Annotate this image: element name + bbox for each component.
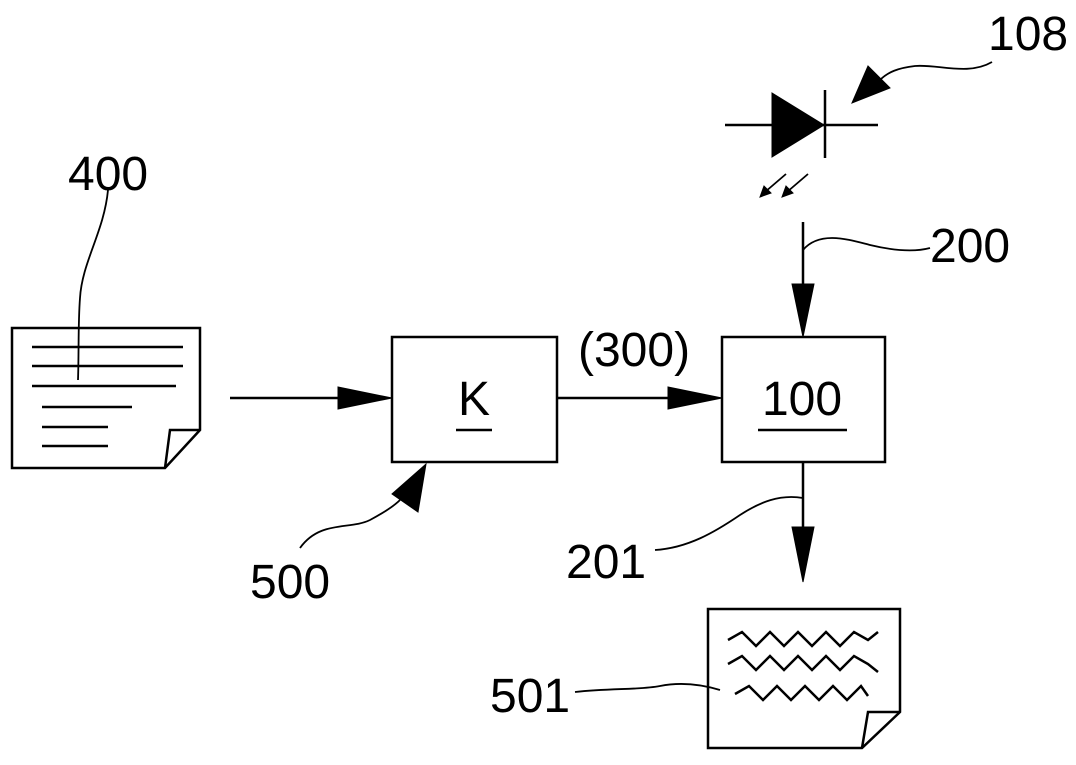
leader-line-108 <box>880 62 992 80</box>
label-201: 201 <box>566 536 646 589</box>
leader-line-200 <box>803 238 930 250</box>
output-document <box>708 609 900 748</box>
arrowhead-input-to-k <box>338 387 392 409</box>
input-document <box>12 328 200 468</box>
label-300: (300) <box>578 324 690 377</box>
label-108: 108 <box>988 8 1068 61</box>
label-501: 501 <box>490 670 570 723</box>
block-100-label: 100 <box>762 373 842 426</box>
arrowhead-201 <box>792 527 814 582</box>
arrowhead-k-to-100 <box>668 387 722 409</box>
label-400: 400 <box>68 148 148 201</box>
block-k-label: K <box>458 373 490 426</box>
light-emission-arrows <box>760 174 808 197</box>
arrowhead-108 <box>852 66 890 103</box>
arrowhead-200 <box>792 284 814 337</box>
arrowhead-500 <box>392 464 426 512</box>
label-500: 500 <box>250 556 330 609</box>
leader-line-501 <box>575 684 720 692</box>
leader-line-500 <box>300 500 400 548</box>
leader-line-201 <box>655 497 803 550</box>
leader-line-400 <box>78 190 108 380</box>
label-200: 200 <box>930 220 1010 273</box>
